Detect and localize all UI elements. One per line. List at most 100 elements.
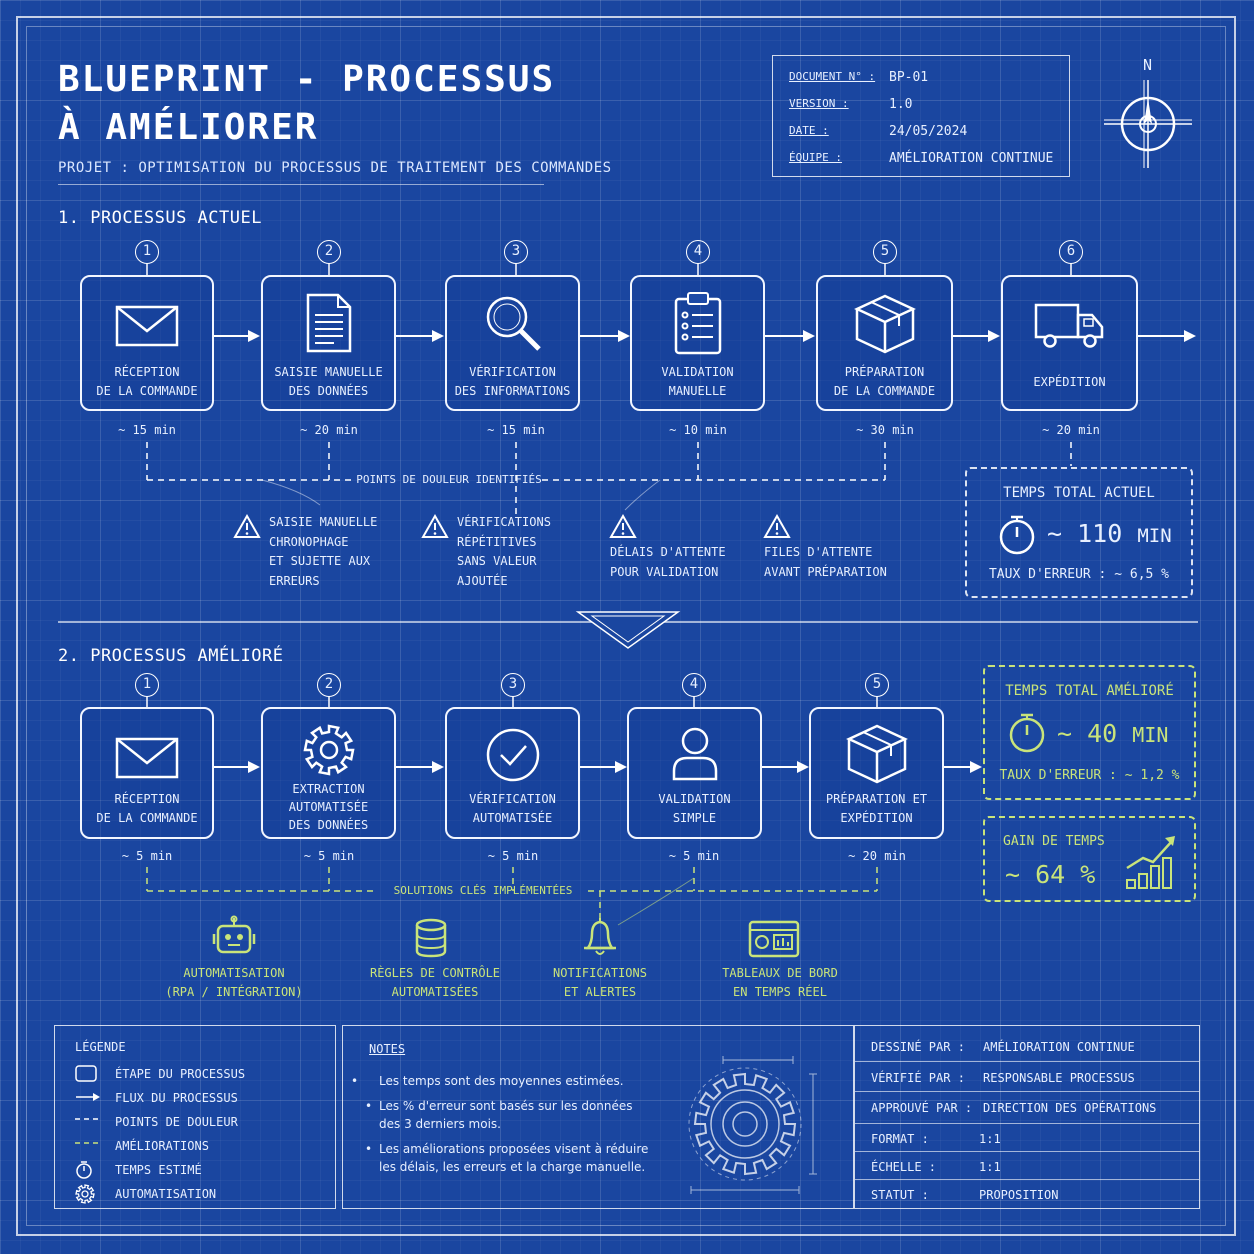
improved-total-number: ~ 40 bbox=[1057, 719, 1118, 748]
solution-4-line2: EN TEMPS RÉEL bbox=[733, 984, 827, 999]
notes-title: NOTES bbox=[369, 1042, 406, 1056]
legend-item-flow: FLUX DU PROCESSUS bbox=[115, 1091, 238, 1105]
legend-title: LÉGENDE bbox=[75, 1040, 126, 1054]
project-subtitle: PROJET : OPTIMISATION DU PROCESSUS DE TR… bbox=[58, 160, 612, 176]
current-step-5-line2: DE LA COMMANDE bbox=[833, 384, 936, 398]
legend-panel: LÉGENDE ÉTAPE DU PROCESSUS FLUX DU PROCE… bbox=[54, 1025, 336, 1209]
solution-notifications: NOTIFICATIONS ET ALERTES bbox=[510, 964, 690, 1001]
drawn-by-value: AMÉLIORATION CONTINUE bbox=[983, 1040, 1135, 1054]
solution-2-line2: AUTOMATISÉES bbox=[391, 984, 479, 999]
solution-3-line1: NOTIFICATIONS bbox=[553, 966, 647, 980]
solution-dashboards: TABLEAUX DE BORD EN TEMPS RÉEL bbox=[690, 964, 870, 1001]
robot-icon bbox=[212, 915, 256, 954]
solutions-label: SOLUTIONS CLÉS IMPLÉMENTÉES bbox=[393, 884, 573, 897]
current-step-preparation[interactable]: PRÉPARATION DE LA COMMANDE bbox=[816, 275, 953, 411]
improved-number-3: 3 bbox=[501, 673, 525, 697]
truck-icon bbox=[1034, 303, 1103, 348]
improved-number-2: 2 bbox=[317, 673, 341, 697]
pain-dash-icon bbox=[75, 1118, 101, 1120]
pain-3-line1: DÉLAIS D'ATTENTE bbox=[610, 545, 726, 559]
improved-step-2-line3: DES DONNÉES bbox=[288, 818, 369, 832]
improved-step-1-line1: RÉCEPTION bbox=[114, 792, 180, 806]
improved-number-5: 5 bbox=[865, 673, 889, 697]
pain-point-1: SAISIE MANUELLE CHRONOPHAGE ET SUJETTE A… bbox=[269, 513, 377, 591]
title-row-status: STATUT :PROPOSITION bbox=[855, 1180, 1199, 1208]
scale-value: 1:1 bbox=[979, 1160, 1001, 1174]
title-row-scale: ÉCHELLE : 1:1 bbox=[855, 1152, 1199, 1180]
warning-icon bbox=[609, 513, 637, 538]
improved-time-3: ~ 5 min bbox=[487, 849, 539, 863]
improved-total-title: TEMPS TOTAL AMÉLIORÉ bbox=[1005, 683, 1174, 699]
current-total-number: ~ 110 bbox=[1047, 519, 1123, 548]
compass-rose-icon bbox=[1104, 80, 1192, 168]
solution-1-line2: (RPA / INTÉGRATION) bbox=[165, 984, 303, 999]
current-step-reception[interactable]: RÉCEPTION DE LA COMMANDE bbox=[80, 275, 214, 411]
current-total-value: ~ 110 MIN bbox=[1047, 519, 1172, 548]
current-step-validation[interactable]: VALIDATION MANUELLE bbox=[630, 275, 765, 411]
improved-step-reception[interactable]: RÉCEPTION DE LA COMMANDE bbox=[80, 707, 214, 839]
time-gain-value: ~ 64 % bbox=[1005, 860, 1096, 889]
outer-frame bbox=[16, 16, 1236, 1236]
current-step-saisie[interactable]: SAISIE MANUELLE DES DONNÉES bbox=[261, 275, 396, 411]
section-current-title: 1. PROCESSUS ACTUEL bbox=[58, 208, 262, 228]
note-3-line2: les délais, les erreurs et la charge man… bbox=[379, 1160, 646, 1174]
improved-step-2-line2: AUTOMATISÉE bbox=[288, 800, 369, 814]
gear-technical-drawing-icon bbox=[688, 1056, 817, 1194]
improved-step-validation[interactable]: VALIDATION SIMPLE bbox=[627, 707, 762, 839]
doc-number-value: BP-01 bbox=[889, 70, 929, 85]
pain-2-line3: SANS VALEUR bbox=[457, 554, 537, 568]
improved-total-unit: MIN bbox=[1132, 723, 1169, 747]
current-total-box: TEMPS TOTAL ACTUEL ~ 110 MIN TAUX D'ERRE… bbox=[965, 467, 1193, 598]
section-improved-title: 2. PROCESSUS AMÉLIORÉ bbox=[58, 646, 284, 666]
legend-item-step: ÉTAPE DU PROCESSUS bbox=[115, 1067, 246, 1081]
note-2-line1: Les % d'erreur sont basés sur les donnée… bbox=[379, 1099, 633, 1113]
improved-step-3-line1: VÉRIFICATION bbox=[469, 792, 556, 806]
warning-icon bbox=[763, 513, 791, 538]
current-time-5: ~ 30 min bbox=[856, 423, 914, 437]
box-icon bbox=[845, 724, 908, 784]
pain-point-3: DÉLAIS D'ATTENTE POUR VALIDATION bbox=[610, 543, 726, 582]
improved-time-2: ~ 5 min bbox=[303, 849, 355, 863]
doc-version-key: VERSION : bbox=[789, 97, 849, 110]
flow-arrow-icon bbox=[76, 1093, 100, 1101]
envelope-icon bbox=[115, 737, 179, 779]
current-step-5-line1: PRÉPARATION bbox=[844, 365, 925, 379]
legend-item-automation: AUTOMATISATION bbox=[115, 1187, 217, 1201]
improved-step-4-line1: VALIDATION bbox=[658, 792, 731, 806]
step-number-4: 4 bbox=[686, 240, 710, 264]
improved-step-verification[interactable]: VÉRIFICATION AUTOMATISÉE bbox=[445, 707, 580, 839]
pain-point-4: FILES D'ATTENTE AVANT PRÉPARATION bbox=[764, 543, 887, 582]
improved-number-4: 4 bbox=[682, 673, 706, 697]
stopwatch-icon bbox=[1009, 713, 1045, 753]
scale-key: ÉCHELLE : bbox=[871, 1160, 937, 1174]
envelope-icon bbox=[115, 305, 179, 347]
current-step-verification[interactable]: VÉRIFICATION DES INFORMATIONS bbox=[445, 275, 580, 411]
step-number-3: 3 bbox=[504, 240, 528, 264]
pain-1-line2: CHRONOPHAGE bbox=[269, 534, 349, 549]
improved-step-extraction[interactable]: EXTRACTION AUTOMATISÉE DES DONNÉES bbox=[261, 707, 396, 839]
subtitle-underline bbox=[58, 184, 544, 185]
title-row-format: FORMAT :1:1 bbox=[855, 1124, 1199, 1152]
improved-step-3-line2: AUTOMATISÉE bbox=[472, 811, 553, 825]
current-error-rate: TAUX D'ERREUR : ~ 6,5 % bbox=[988, 567, 1169, 582]
step-number-2: 2 bbox=[317, 240, 341, 264]
current-step-expedition[interactable]: EXPÉDITION bbox=[1001, 275, 1138, 411]
solution-1-line1: AUTOMATISATION bbox=[183, 966, 285, 980]
title-block: DESSINÉ PAR :AMÉLIORATION CONTINUE VÉRIF… bbox=[854, 1025, 1200, 1209]
status-value: PROPOSITION bbox=[979, 1188, 1059, 1202]
current-time-2: ~ 20 min bbox=[300, 423, 358, 437]
solution-automation: AUTOMATISATION (RPA / INTÉGRATION) bbox=[144, 964, 324, 1001]
improved-time-1: ~ 5 min bbox=[121, 849, 173, 863]
document-icon bbox=[306, 293, 351, 353]
pain-1-line3: ET SUJETTE AUX bbox=[269, 554, 371, 568]
improved-step-preparation[interactable]: PRÉPARATION ET EXPÉDITION bbox=[809, 707, 944, 839]
doc-version-value: 1.0 bbox=[889, 97, 913, 112]
legend-item-pain: POINTS DE DOULEUR bbox=[115, 1115, 238, 1129]
current-total-title: TEMPS TOTAL ACTUEL bbox=[1003, 485, 1155, 501]
solution-4-line1: TABLEAUX DE BORD bbox=[722, 966, 838, 980]
solution-3-line2: ET ALERTES bbox=[563, 984, 637, 999]
note-3: • Les améliorations proposées visent à r… bbox=[365, 1140, 665, 1176]
note-bullet: • bbox=[365, 1142, 373, 1156]
pain-point-2: VÉRIFICATIONS RÉPÉTITIVES SANS VALEUR AJ… bbox=[457, 513, 551, 591]
